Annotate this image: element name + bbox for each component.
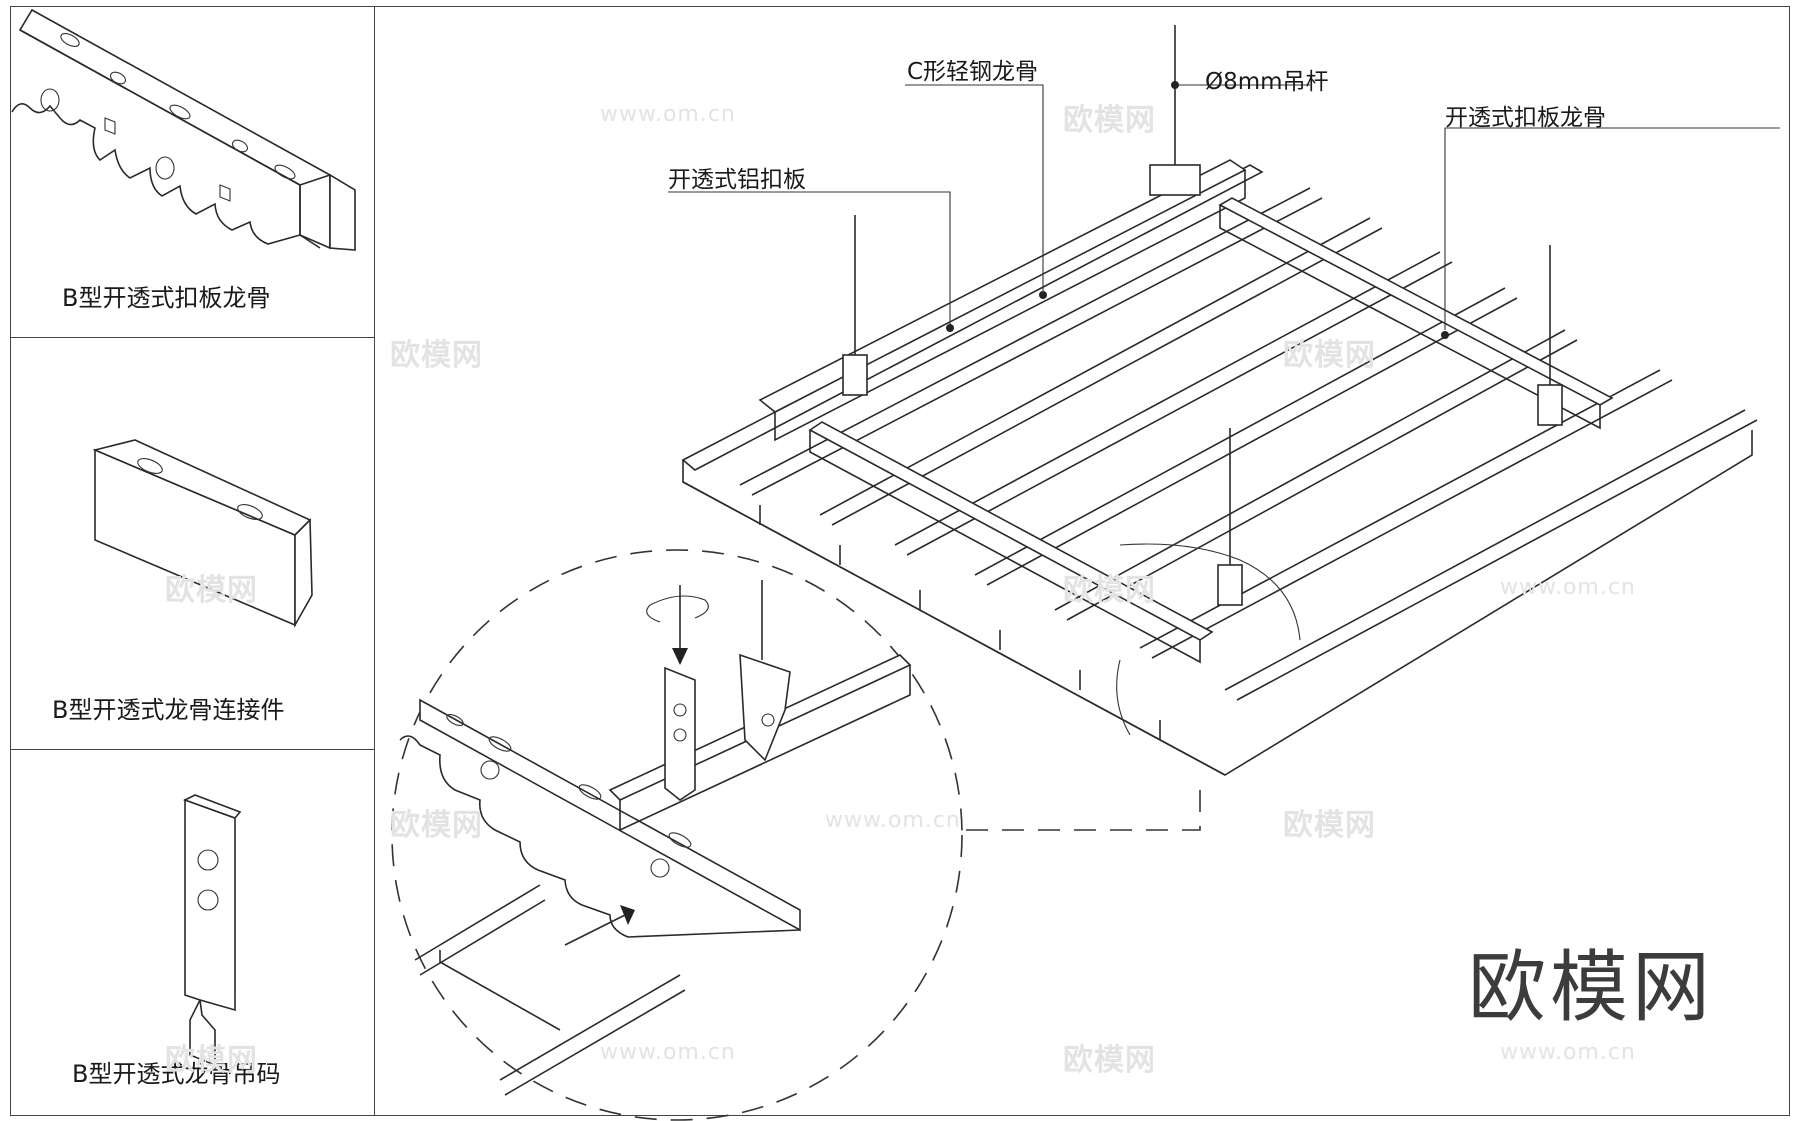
watermark-name: 欧模网 [1063, 1043, 1156, 1078]
panel-main [374, 6, 1790, 1116]
watermark-name: 欧模网 [390, 808, 483, 843]
rotate-arrow-icon [646, 595, 709, 623]
detail-callout [391, 543, 1301, 1121]
callout-al-panel: 开透式铝扣板 [668, 167, 806, 193]
watermark-site: www.om.cn [1500, 1040, 1636, 1065]
callout-rod: Ø8mm吊杆 [1205, 69, 1329, 95]
watermark-name: 欧模网 [165, 1043, 258, 1078]
caption-connector: B型开透式龙骨连接件 [52, 696, 285, 724]
watermark-name: 欧模网 [1063, 573, 1156, 608]
c-steel-keel [758, 159, 1247, 442]
watermark-site: www.om.cn [600, 102, 736, 127]
watermark-site: www.om.cn [825, 808, 961, 833]
watermark-name: 欧模网 [390, 338, 483, 373]
connector-drawing [92, 439, 313, 629]
leader-lines [668, 81, 1780, 339]
watermark-name: 欧模网 [1283, 808, 1376, 843]
watermark-name: 欧模网 [1063, 103, 1156, 138]
brand-watermark: 欧模网 [1468, 943, 1715, 1033]
insert-arrow-icon [564, 905, 635, 946]
suspension-rods [842, 25, 1563, 606]
down-arrow-icon [672, 585, 688, 665]
hanger-drawing [182, 794, 242, 1067]
caption-hanger: B型开透式龙骨吊码 [72, 1060, 281, 1088]
watermark-name: 欧模网 [1283, 338, 1376, 373]
callout-open-keel: 开透式扣板龙骨 [1445, 105, 1606, 131]
callout-c-keel: C形轻钢龙骨 [907, 59, 1039, 85]
caption-keel: B型开透式扣板龙骨 [62, 284, 271, 312]
ceiling-assembly [681, 25, 1758, 776]
detail-drawing [399, 580, 912, 1096]
open-keel [808, 197, 1614, 664]
watermark-site: www.om.cn [600, 1040, 736, 1065]
keel-drawing [11, 8, 356, 251]
watermark-name: 欧模网 [165, 573, 258, 608]
watermark-site: www.om.cn [1500, 575, 1636, 600]
